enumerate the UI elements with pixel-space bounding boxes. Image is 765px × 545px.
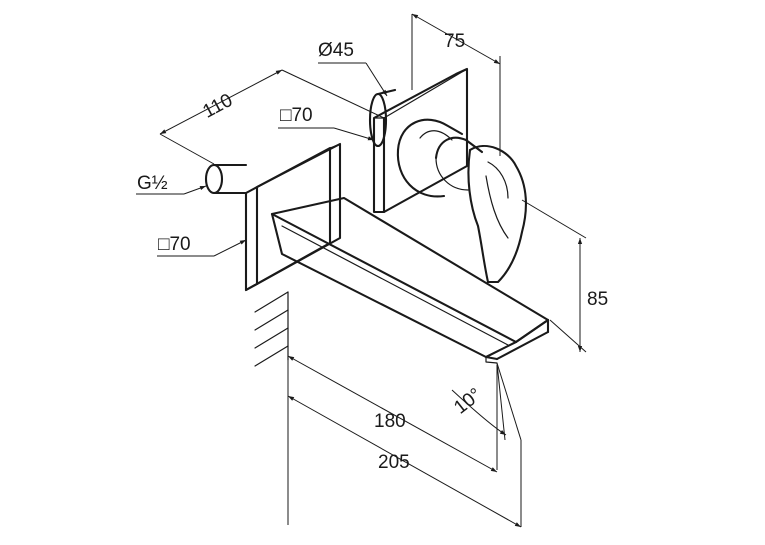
square-70-lower-label: □70 bbox=[158, 234, 191, 255]
mixer-body bbox=[396, 118, 484, 198]
angle-10-label: 10° bbox=[450, 384, 486, 418]
diameter-45-leader: Ø45 bbox=[318, 40, 388, 97]
dimension-205: 205 bbox=[287, 395, 522, 528]
dimension-85: 85 bbox=[521, 199, 608, 353]
dimension-110: 110 bbox=[159, 69, 385, 165]
threaded-pipe bbox=[204, 163, 248, 195]
dimension-180: 180 bbox=[287, 355, 498, 525]
thread-g12-label: G½ bbox=[137, 173, 168, 194]
angle-10: 10° bbox=[450, 362, 522, 441]
upper-square-rosette bbox=[372, 67, 469, 214]
thread-g12-leader: G½ bbox=[136, 173, 207, 195]
dimension-75-label: 75 bbox=[444, 31, 465, 52]
dimension-85-label: 85 bbox=[587, 289, 608, 310]
dimension-205-label: 205 bbox=[378, 452, 410, 473]
square-70-upper-leader: □70 bbox=[278, 105, 375, 141]
wall-hatch bbox=[254, 291, 289, 367]
square-70-upper-label: □70 bbox=[280, 105, 313, 126]
dimension-110-label: 110 bbox=[200, 90, 237, 123]
lever-handle bbox=[467, 144, 527, 284]
lower-square-rosette bbox=[244, 142, 342, 292]
diameter-45-label: Ø45 bbox=[318, 40, 354, 61]
square-70-lower-leader: □70 bbox=[157, 234, 247, 257]
dimension-75: 75 bbox=[411, 13, 501, 156]
dimension-180-label: 180 bbox=[374, 411, 406, 432]
spout bbox=[270, 196, 550, 364]
